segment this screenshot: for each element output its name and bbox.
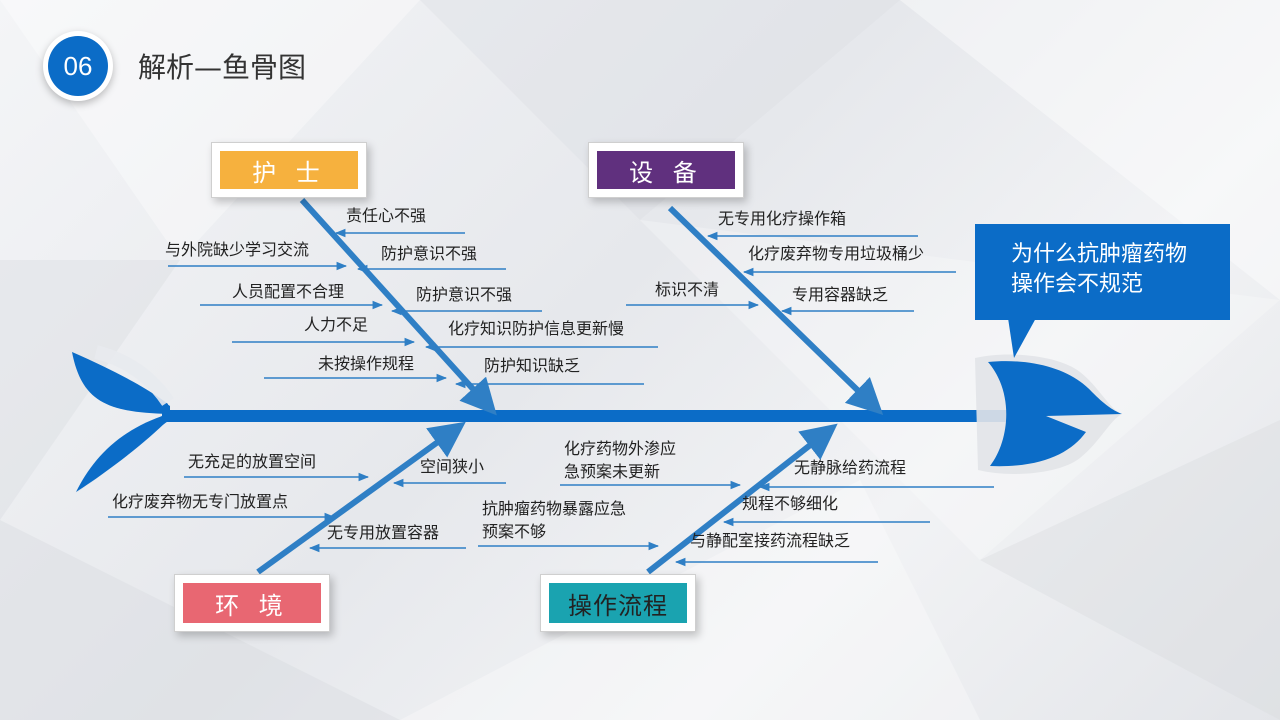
cause-process-1b: 急预案未更新	[564, 462, 661, 481]
cause-process-1a: 化疗药物外渗应	[564, 439, 677, 458]
section-number: 06	[63, 50, 93, 81]
cause-environment-2: 空间狭小	[420, 457, 485, 476]
environment-cause-arrows	[108, 472, 506, 553]
category-nurse: 护 士	[211, 142, 367, 198]
category-environment-label: 环 境	[183, 583, 321, 623]
category-equipment-label: 设 备	[597, 151, 735, 189]
cause-process-5: 与静配室接药流程缺乏	[690, 531, 851, 550]
problem-line-2: 操作会不规范	[1011, 272, 1144, 297]
nurse-cause-arrows	[168, 228, 658, 389]
cause-equipment-4: 专用容器缺乏	[792, 285, 889, 304]
cause-environment-1: 无充足的放置空间	[188, 452, 317, 471]
page-title: 解析—鱼骨图	[138, 51, 307, 84]
bone-equipment	[667, 205, 884, 416]
cause-environment-3: 化疗废弃物无专门放置点	[112, 492, 289, 511]
cause-nurse-5: 防护意识不强	[416, 285, 513, 304]
callout-pointer	[1008, 318, 1036, 358]
cause-process-2: 无静脉给药流程	[794, 458, 907, 477]
fish-spine	[162, 410, 1012, 422]
bone-process	[646, 423, 838, 575]
cause-nurse-4: 人员配置不合理	[232, 282, 345, 301]
cause-nurse-6: 人力不足	[304, 315, 369, 334]
cause-nurse-2: 与外院缺少学习交流	[165, 240, 310, 259]
cause-nurse-1: 责任心不强	[346, 206, 427, 225]
equipment-cause-arrows	[626, 231, 956, 316]
cause-process-4b: 预案不够	[482, 522, 547, 541]
section-number-badge: 06	[48, 36, 108, 96]
cause-equipment-2: 化疗废弃物专用垃圾桶少	[748, 244, 925, 263]
problem-statement: 为什么抗肿瘤药物 操作会不规范	[975, 224, 1230, 320]
cause-equipment-1: 无专用化疗操作箱	[718, 209, 847, 228]
cause-environment-4: 无专用放置容器	[327, 523, 440, 542]
process-cause-arrows	[478, 480, 994, 567]
category-process: 操作流程	[540, 574, 696, 632]
fish-tail	[68, 345, 174, 494]
cause-process-3: 规程不够细化	[742, 494, 839, 513]
cause-nurse-9: 防护知识缺乏	[484, 356, 581, 375]
cause-nurse-8: 未按操作规程	[318, 354, 415, 373]
bone-nurse	[299, 197, 497, 416]
bone-environment	[256, 421, 466, 575]
cause-process-4a: 抗肿瘤药物暴露应急	[482, 499, 627, 518]
cause-nurse-3: 防护意识不强	[381, 244, 478, 263]
cause-nurse-7: 化疗知识防护信息更新慢	[448, 319, 625, 338]
problem-line-1: 为什么抗肿瘤药物	[1011, 242, 1188, 267]
fish-head	[975, 354, 1122, 474]
cause-equipment-3: 标识不清	[655, 280, 720, 299]
category-process-label: 操作流程	[549, 583, 687, 623]
category-environment: 环 境	[174, 574, 330, 632]
category-nurse-label: 护 士	[220, 151, 358, 189]
category-equipment: 设 备	[588, 142, 744, 198]
